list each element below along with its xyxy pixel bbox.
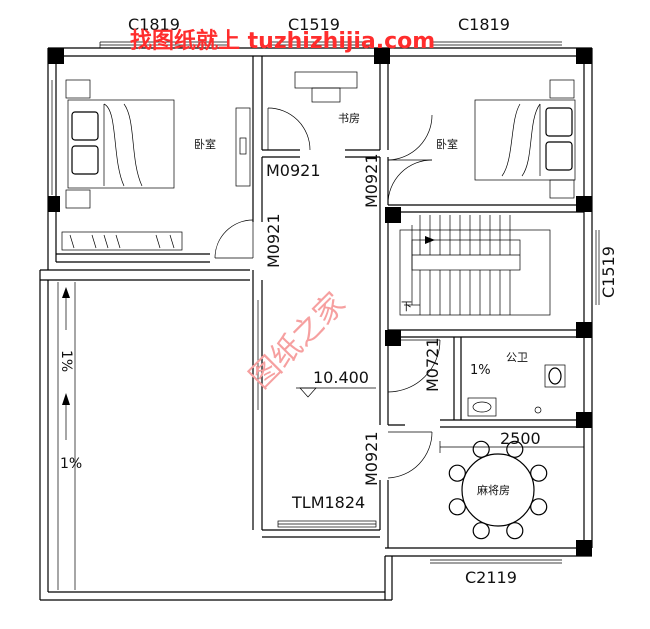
floor-elevation: 10.400 bbox=[313, 368, 369, 387]
stair-down-label: 下 bbox=[401, 300, 412, 313]
window-top-left bbox=[99, 41, 229, 48]
window-top-mid bbox=[270, 41, 372, 46]
window-right bbox=[595, 230, 600, 305]
floor-drain bbox=[534, 406, 542, 414]
door-label-balcony: TLM1824 bbox=[291, 493, 365, 512]
mahjong-table bbox=[448, 440, 548, 540]
bed-right bbox=[474, 79, 576, 199]
room-label-bedroom-right: 卧室 bbox=[436, 137, 458, 151]
hanger bbox=[103, 234, 109, 249]
chair bbox=[530, 498, 548, 516]
desk-left-bedroom bbox=[235, 107, 251, 187]
door-study bbox=[267, 107, 311, 151]
dimension-line-mahjong bbox=[439, 441, 585, 453]
hanger bbox=[69, 234, 75, 249]
slope-label-balcony-upper: 1% bbox=[58, 350, 74, 372]
window-top-right bbox=[430, 41, 562, 46]
staircase bbox=[399, 215, 551, 316]
dimension-label-mahjong: 2500 bbox=[500, 429, 541, 448]
elevation-marker bbox=[296, 387, 376, 398]
chair bbox=[448, 498, 466, 516]
window-label-bottom: C2119 bbox=[465, 568, 517, 587]
bed-left bbox=[65, 79, 175, 209]
balcony-outline bbox=[39, 269, 393, 601]
window-label-right: C1519 bbox=[599, 246, 618, 298]
squat-toilet bbox=[544, 364, 566, 388]
door-label-mahjong: M0921 bbox=[362, 431, 381, 486]
room-label-toilet: 公卫 bbox=[506, 351, 528, 364]
door-label-right-bedroom: M0921 bbox=[362, 153, 381, 208]
door-mahjong bbox=[387, 431, 433, 479]
room-label-mahjong: 麻将房 bbox=[477, 483, 510, 497]
hanger bbox=[169, 234, 175, 249]
room-label-bedroom-left: 卧室 bbox=[194, 137, 216, 151]
window-bottom bbox=[430, 559, 562, 564]
hanger bbox=[115, 234, 121, 249]
door-label-toilet: M0721 bbox=[423, 337, 442, 392]
structural-columns bbox=[48, 48, 592, 556]
hanger bbox=[91, 234, 97, 249]
door-left-bedroom bbox=[214, 219, 254, 259]
chair bbox=[506, 522, 524, 540]
chair bbox=[472, 522, 490, 540]
watermark-top: 找图纸就上 tuzhizhijia.com bbox=[130, 28, 435, 54]
wardrobe-left bbox=[61, 231, 183, 251]
interior-walls bbox=[56, 56, 584, 548]
outer-walls bbox=[47, 47, 593, 557]
door-right-bedroom bbox=[387, 114, 433, 205]
wash-basin bbox=[467, 397, 497, 417]
slope-label-balcony-lower: 1% bbox=[60, 456, 82, 472]
chair bbox=[506, 440, 524, 458]
chair bbox=[472, 440, 490, 458]
chair bbox=[530, 464, 548, 482]
hanger bbox=[155, 234, 161, 249]
room-label-study: 书房 bbox=[338, 112, 360, 125]
door-label-left-bedroom: M0921 bbox=[264, 213, 283, 268]
slope-label-toilet: 1% bbox=[470, 363, 491, 378]
window-label-top-mid: C1519 bbox=[288, 15, 340, 34]
sliding-door-balcony bbox=[277, 520, 377, 528]
study-desk bbox=[294, 71, 358, 103]
door-label-study: M0921 bbox=[266, 161, 321, 180]
door-toilet bbox=[387, 339, 441, 393]
window-label-top-left: C1819 bbox=[128, 15, 180, 34]
chair bbox=[448, 464, 466, 482]
window-label-top-right: C1819 bbox=[458, 15, 510, 34]
